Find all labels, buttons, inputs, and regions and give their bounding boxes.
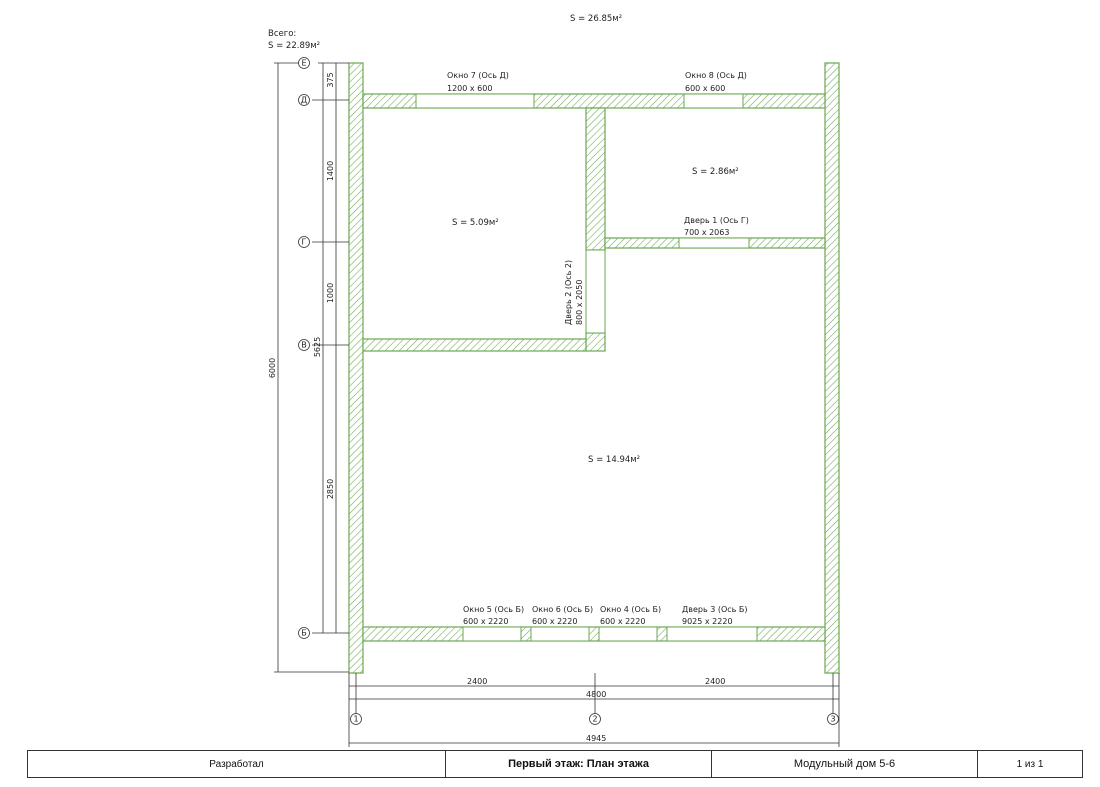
door-3-title: Дверь 3 (Ось Б) (682, 605, 748, 614)
window-8-size: 600 x 600 (685, 84, 725, 93)
window-5-title: Окно 5 (Ось Б) (463, 605, 524, 614)
window-7-title: Окно 7 (Ось Д) (447, 71, 509, 80)
dim-bottom-right: 2400 (705, 677, 725, 686)
axis-col-2: 2 (592, 715, 597, 724)
dim-375: 375 (326, 72, 335, 87)
door-3 (666, 626, 758, 642)
walls (348, 62, 840, 674)
total-area-label: Всего: (268, 29, 296, 39)
openings (415, 93, 758, 642)
row-axes: Е Д Г В Б (298, 57, 310, 639)
window-7-size: 1200 x 600 (447, 84, 492, 93)
title-block-developer: Разработал (28, 751, 446, 777)
door-2-title: Дверь 2 (Ось 2) (564, 260, 573, 325)
window-8-title: Окно 8 (Ось Д) (685, 71, 747, 80)
door-3-size: 9025 x 2220 (682, 617, 733, 626)
room-area-3: S = 14.94м² (588, 455, 640, 465)
window-6-size: 600 x 2220 (532, 617, 577, 626)
left-dimensions (274, 62, 349, 673)
axis-col-3: 3 (830, 715, 835, 724)
dim-1400: 1400 (326, 161, 335, 181)
axis-row-d: Д (301, 96, 307, 105)
window-6-title: Окно 6 (Ось Б) (532, 605, 593, 614)
title-block-page: 1 из 1 (1016, 758, 1044, 770)
axis-row-b: Б (301, 629, 307, 638)
title-block: Разработал Первый этаж: План этажа Модул… (27, 750, 1083, 778)
room-area-2: S = 2.86м² (692, 167, 739, 177)
total-area-value: S = 22.89м² (268, 41, 320, 51)
dim-5625: 5625 (313, 337, 322, 357)
axis-col-1: 1 (353, 715, 358, 724)
window-4-size: 600 x 2220 (600, 617, 645, 626)
wall-right (824, 62, 840, 674)
dim-bottom-mid: 4800 (586, 690, 606, 699)
door-2 (585, 249, 606, 334)
dim-bottom-total: 4945 (586, 734, 606, 743)
room-area-1: S = 5.09м² (452, 218, 499, 228)
floor-plan: S = 26.85м² Всего: S = 22.89м² S = 5.09м… (268, 14, 840, 747)
window-4-title: Окно 4 (Ось Б) (600, 605, 661, 614)
dim-bottom-left: 2400 (467, 677, 487, 686)
window-5 (462, 626, 522, 642)
axis-row-e: Е (301, 59, 306, 68)
window-7 (415, 93, 535, 109)
total-area-top: S = 26.85м² (570, 14, 622, 24)
bottom-dimensions (348, 673, 840, 747)
door-2-size: 800 x 2050 (575, 280, 584, 325)
axis-row-v: В (301, 341, 307, 350)
dim-6000: 6000 (268, 358, 277, 378)
window-5-size: 600 x 2220 (463, 617, 508, 626)
dim-2850: 2850 (326, 479, 335, 499)
window-8 (683, 93, 744, 109)
dim-1000: 1000 (326, 283, 335, 303)
door-1-size: 700 x 2063 (684, 228, 729, 237)
door-1-title: Дверь 1 (Ось Г) (684, 216, 749, 225)
wall-axis-v (362, 338, 587, 352)
wall-interior-vertical-lower (585, 332, 606, 352)
axis-row-g: Г (302, 238, 307, 247)
wall-left (348, 62, 364, 674)
door-1 (678, 237, 750, 249)
col-axes: 1 2 3 (350, 713, 839, 725)
wall-interior-vertical-upper (585, 107, 606, 251)
title-block-sheet-title: Первый этаж: План этажа (446, 751, 712, 777)
title-block-project: Модульный дом 5-6 (712, 751, 978, 777)
window-4 (598, 626, 658, 642)
window-6 (530, 626, 590, 642)
